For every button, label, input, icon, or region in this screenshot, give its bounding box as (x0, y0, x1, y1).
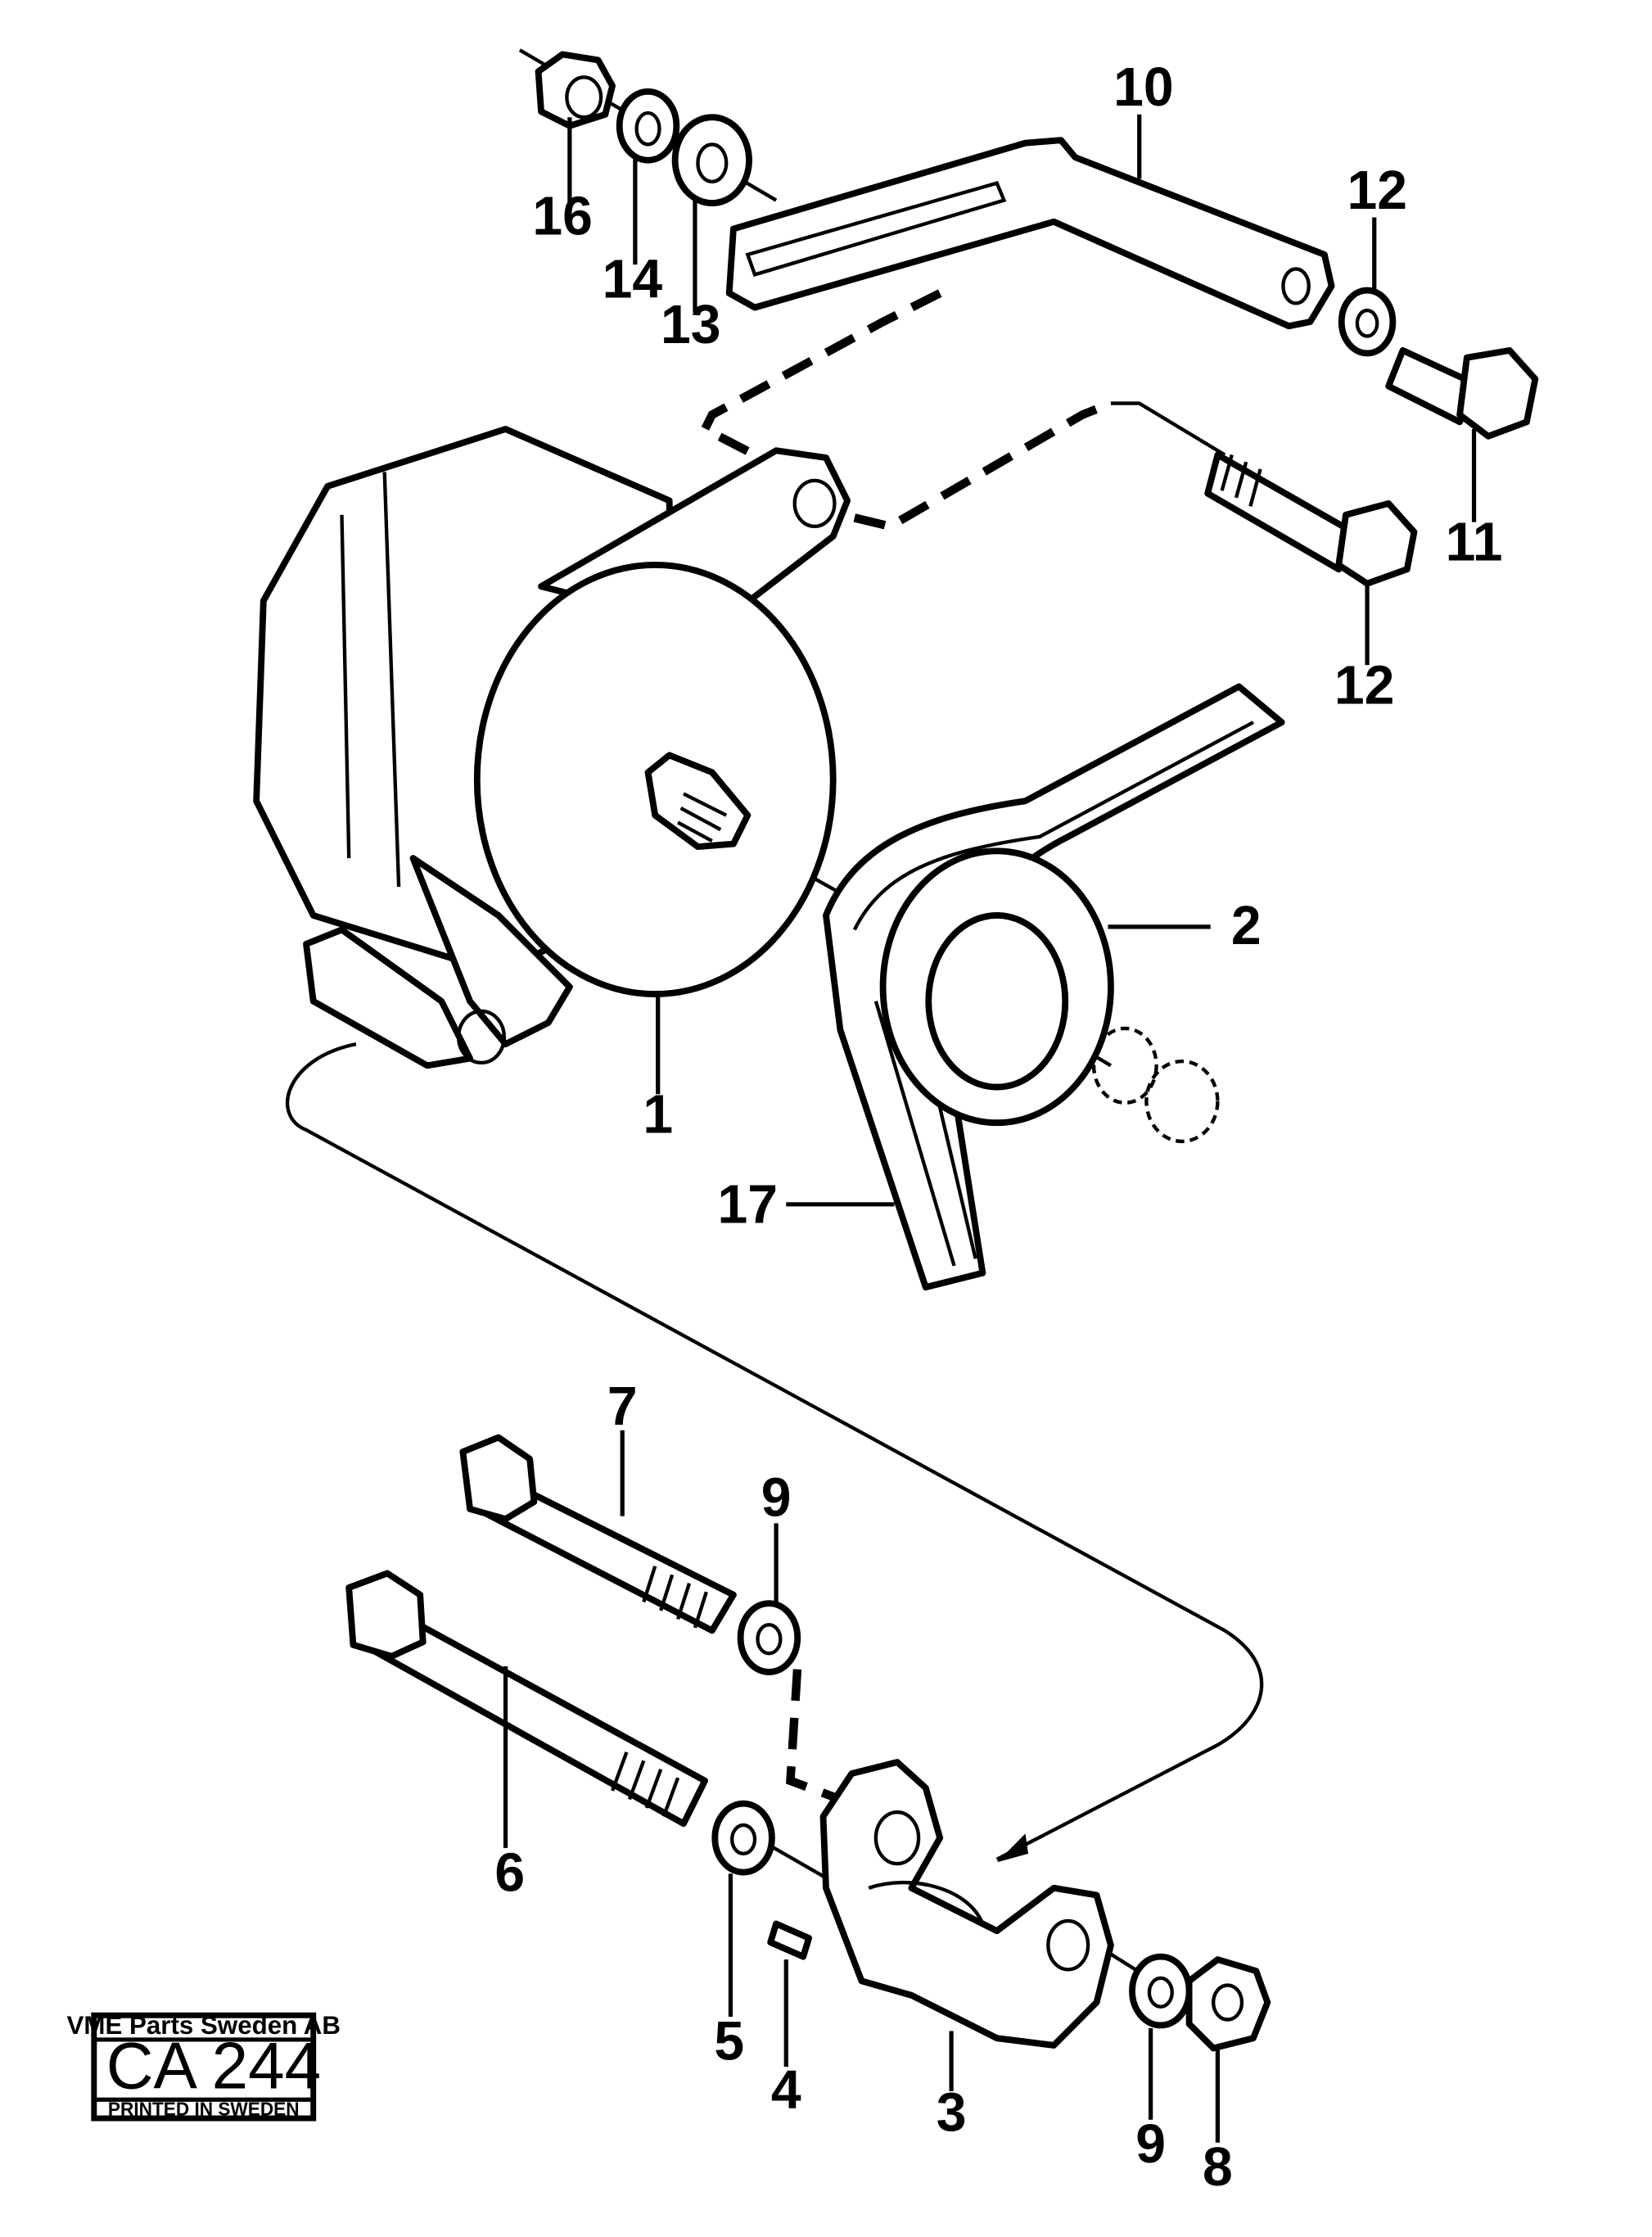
nut-16 (535, 51, 616, 129)
callout-2: 2 (1231, 896, 1262, 956)
washer-14 (671, 114, 752, 206)
callout-5: 5 (714, 2011, 744, 2072)
bolt-7 (459, 1434, 737, 1634)
callout-7: 7 (607, 1376, 638, 1437)
lock-washer-9-lower (1129, 1953, 1193, 2029)
callout-12: 12 (1347, 160, 1407, 221)
callout-1: 1 (643, 1084, 673, 1145)
pulley-2 (879, 847, 1114, 1127)
bolt-6 (345, 1570, 709, 1828)
bolt-13 (1204, 451, 1418, 587)
leader-lines (503, 114, 1477, 2143)
bracket-3 (819, 1759, 1114, 2049)
callout-14: 13 (661, 295, 721, 355)
lock-washer-5 (711, 1800, 775, 1876)
lock-washer-12 (1338, 287, 1397, 357)
lock-washer-15 (616, 88, 680, 164)
callout-11: 11 (1446, 513, 1503, 573)
callout-labels: 16 14 13 10 12 11 12 1 2 17 7 9 6 5 4 3 … (494, 57, 1502, 2198)
callout-17: 17 (718, 1174, 779, 1235)
dowel-pin-4 (767, 1920, 813, 1960)
title-box-printed: PRINTED IN SWEDEN (108, 2098, 300, 2119)
alternator-1 (253, 426, 851, 1069)
callout-10: 10 (1113, 57, 1174, 118)
nut-8 (1185, 1956, 1271, 2052)
callout-6: 6 (494, 1842, 525, 1903)
title-box-company: VME Parts Sweden AB (67, 2011, 341, 2040)
callout-13: 12 (1334, 655, 1395, 716)
callout-8: 8 (1203, 2137, 1233, 2198)
callout-16: 16 (532, 186, 593, 246)
lock-washer-9-upper (737, 1600, 801, 1675)
title-box-code: CA 244 (106, 2028, 321, 2102)
bolt-11 (1385, 347, 1539, 440)
callout-9-upper: 9 (761, 1467, 792, 1528)
tension-arm-10 (725, 137, 1335, 330)
title-box: VME Parts Sweden AB CA 244 PRINTED IN SW… (67, 2011, 341, 2122)
callout-4: 4 (771, 2060, 801, 2121)
pulley-hardware-ghost (1091, 1026, 1220, 1144)
callout-15: 14 (603, 249, 663, 310)
callout-9-lower: 9 (1135, 2114, 1166, 2175)
callout-3: 3 (937, 2083, 967, 2144)
